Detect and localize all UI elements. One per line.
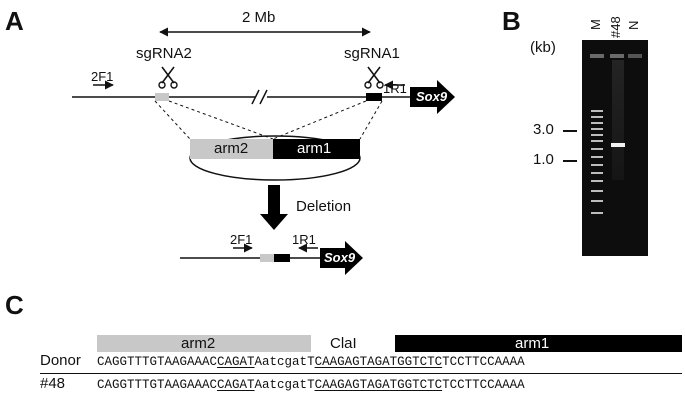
arm1-after-segment: [274, 254, 290, 262]
panel-b-letter: B: [502, 6, 521, 36]
scissors-icon: [158, 66, 178, 89]
primer-2f1-label: 2F1: [91, 69, 114, 84]
dashed-guide: [168, 100, 274, 140]
arm2-header-bar: [97, 335, 311, 352]
arm1-label: arm1: [297, 140, 332, 157]
break-mark: [259, 89, 268, 105]
primer-2f1-after-label: 2F1: [230, 232, 253, 247]
dashed-guide: [359, 100, 383, 140]
sequence-divider: [40, 373, 682, 374]
dashed-guide: [272, 100, 367, 140]
sample-48-band: [611, 143, 625, 147]
lane-label-n: N: [626, 20, 641, 30]
gel-unit-label: (kb): [530, 39, 556, 56]
dashed-guide: [154, 100, 191, 140]
marker-3kb-tick: [563, 130, 577, 132]
arm1-target-segment: [366, 93, 382, 101]
scissors-icon: [364, 66, 384, 89]
arm2-after-segment: [260, 254, 274, 262]
sox9-label: Sox9: [416, 89, 448, 104]
panel-a-letter: A: [5, 6, 24, 36]
arm1-box: [273, 139, 360, 159]
marker-3kb-label: 3.0: [533, 121, 554, 138]
deletion-arrow: [260, 185, 288, 230]
clai-label: ClaI: [330, 335, 357, 352]
lane-label-48: #48: [608, 16, 623, 38]
distance-label: 2 Mb: [242, 9, 276, 26]
arm2-box: [190, 139, 273, 159]
marker-ladder: [591, 110, 603, 214]
deletion-label: Deletion: [296, 198, 352, 215]
sox9-gene-arrow: [410, 80, 455, 114]
arm1-header-label: arm1: [515, 335, 550, 352]
row-name-48: #48: [40, 375, 66, 392]
break-mark: [251, 89, 260, 105]
sgrna2-label: sgRNA2: [136, 45, 192, 62]
sox9-after-label: Sox9: [324, 250, 356, 265]
sequence-donor: CAGGTTTGTAAGAAACCAGATAatcgatTCAAGAGTAGAT…: [97, 355, 525, 369]
marker-1kb-label: 1.0: [533, 151, 554, 168]
sox9-gene-after-arrow: [320, 241, 363, 275]
panel-c-letter: C: [5, 290, 24, 320]
arm1-header-bar: [395, 335, 682, 352]
sequence-48: CAGGTTTGTAAGAAACCAGATAatcgatTCAAGAGTAGAT…: [97, 378, 525, 392]
arm2-target-segment: [155, 93, 169, 101]
marker-1kb-tick: [563, 160, 577, 162]
row-name-donor: Donor: [40, 352, 81, 369]
primer-1r1-label: 1R1: [383, 81, 407, 96]
sgrna1-label: sgRNA1: [344, 45, 400, 62]
arm2-header-label: arm2: [181, 335, 216, 352]
lane-label-m: M: [588, 19, 603, 30]
primer-1r1-after-label: 1R1: [292, 232, 316, 247]
gel-image: [582, 40, 648, 256]
panel-a-diagram: [72, 27, 455, 275]
arm2-label: arm2: [214, 140, 249, 157]
